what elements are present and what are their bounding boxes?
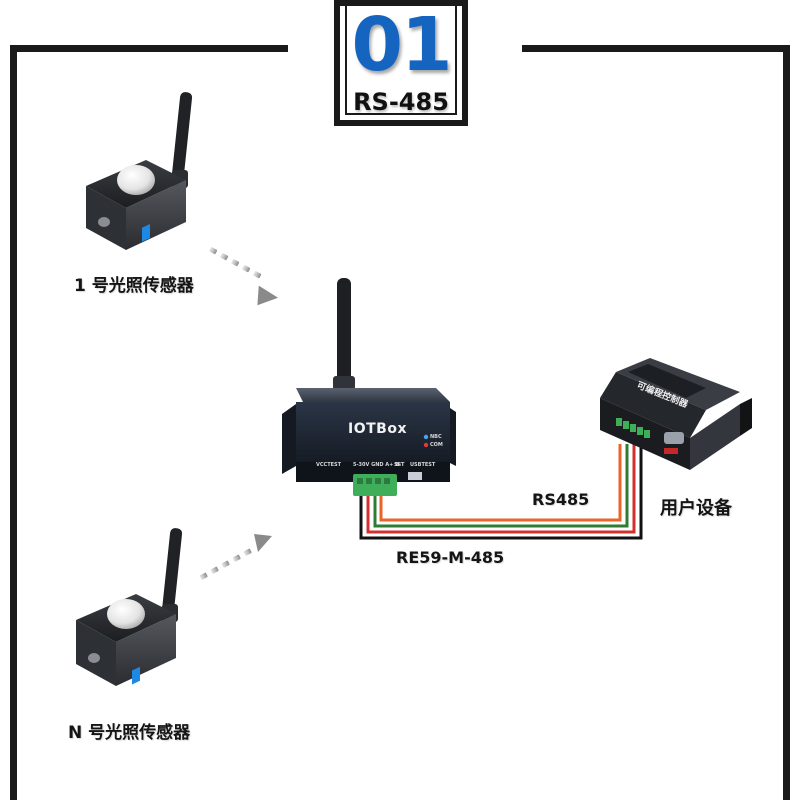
badge-number: 01 [351, 2, 453, 88]
sensor-n-antenna [161, 528, 183, 616]
wire-black [359, 444, 643, 540]
programmable-controller [600, 358, 752, 470]
sensor-n-port [88, 653, 100, 663]
arrow-sensor-1-to-gateway [209, 247, 279, 306]
controller-label-plate [628, 364, 706, 398]
sensor-n-label: N 号光照传感器 [68, 723, 191, 743]
controller-front-face [600, 372, 706, 438]
iotbox-gateway [282, 278, 456, 496]
gateway-antenna [337, 278, 351, 386]
sensor-1-antenna [171, 92, 193, 180]
title-badge: 01 RS-485 [334, 0, 468, 126]
rs485-bus-label: RS485 [532, 490, 590, 509]
controller-mount-right [740, 398, 752, 436]
gateway-top-face [296, 388, 450, 404]
gateway-terminal-block [353, 474, 397, 496]
arrow-1-head [257, 285, 279, 306]
cable-model-label: RE59-M-485 [396, 548, 505, 567]
gateway-port-label-power: 5-30V GND A+ B- [353, 462, 401, 468]
title-badge-inner-border [345, 6, 457, 115]
sensor-1-label: 1 号光照传感器 [74, 276, 194, 296]
frame-left [10, 45, 17, 800]
sensor-n-front-face [76, 620, 116, 686]
wire-red [366, 444, 636, 534]
arrow-sensor-n-to-gateway [199, 534, 272, 580]
gateway-brand: IOTBox [348, 421, 407, 437]
user-device-label: 用户设备 [660, 498, 732, 519]
gateway-led-com [423, 442, 429, 448]
frame-top-right [522, 45, 790, 52]
gateway-port-label-vcctest: VCCTEST [316, 462, 342, 468]
gateway-usb-port [408, 472, 422, 480]
controller-serial-port [664, 432, 684, 444]
rs485-wires [359, 444, 643, 540]
gateway-led-label-com: COM [430, 442, 443, 448]
gateway-antenna-base [333, 376, 355, 390]
sensor-n-indicator [132, 666, 140, 685]
gateway-led-nbc [423, 434, 429, 440]
frame-right [783, 45, 790, 800]
sensor-1-light-dome [117, 165, 155, 195]
gateway-front-face [296, 402, 450, 464]
sensor-n-side-face [116, 614, 176, 686]
wire-orange [379, 444, 622, 522]
terminal-screws [357, 478, 390, 484]
light-sensor-1 [86, 92, 193, 250]
sensor-1-indicator [142, 224, 150, 242]
gateway-led-label-nbc: NBC [430, 434, 442, 440]
controller-side-face [690, 404, 740, 470]
gateway-mount-left [282, 404, 296, 474]
gateway-port-label-set: SET [394, 462, 405, 468]
sensor-1-port [98, 217, 110, 227]
frame-top-left [10, 45, 288, 52]
badge-protocol: RS-485 [353, 88, 449, 116]
sensor-1-side-face [126, 180, 186, 250]
sensor-n-light-dome [107, 599, 145, 629]
wire-green [373, 444, 629, 528]
controller-terminals [616, 418, 650, 438]
controller-red-terminal [664, 448, 678, 454]
gateway-port-label-usbtest: USBTEST [410, 462, 436, 468]
arrow-n-head [254, 534, 272, 552]
light-sensor-n [76, 528, 183, 686]
